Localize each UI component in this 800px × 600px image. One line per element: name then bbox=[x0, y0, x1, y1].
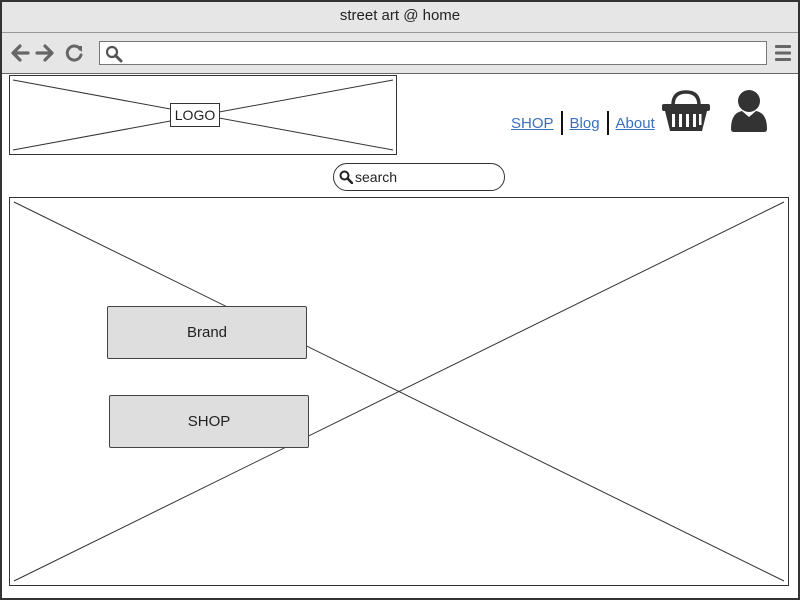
arrow-right-icon[interactable] bbox=[34, 42, 56, 64]
address-input[interactable] bbox=[126, 43, 762, 63]
nav-link-blog[interactable]: Blog bbox=[569, 114, 600, 132]
browser-toolbar bbox=[2, 33, 798, 74]
user-icon[interactable] bbox=[730, 89, 768, 133]
main-nav: SHOP Blog About bbox=[504, 110, 662, 136]
nav-divider bbox=[606, 111, 609, 135]
shopping-basket-icon[interactable] bbox=[661, 89, 711, 133]
reload-icon[interactable] bbox=[63, 42, 85, 64]
search-input[interactable] bbox=[355, 167, 500, 187]
image-placeholder-cross bbox=[13, 201, 785, 582]
shop-button[interactable]: SHOP bbox=[109, 395, 309, 448]
logo-label: LOGO bbox=[170, 103, 220, 127]
nav-link-about[interactable]: About bbox=[615, 114, 655, 132]
brand-button[interactable]: Brand bbox=[107, 306, 307, 359]
nav-divider bbox=[560, 111, 563, 135]
search-icon bbox=[339, 170, 353, 184]
window-title: street art @ home bbox=[2, 2, 798, 33]
nav-link-shop[interactable]: SHOP bbox=[511, 114, 554, 132]
arrow-left-icon[interactable] bbox=[9, 42, 31, 64]
search-icon bbox=[105, 45, 123, 63]
hero-image-placeholder bbox=[9, 197, 789, 586]
logo-placeholder[interactable] bbox=[9, 75, 397, 155]
hamburger-menu-icon[interactable] bbox=[774, 42, 792, 64]
search-box[interactable] bbox=[333, 163, 505, 191]
address-bar[interactable] bbox=[99, 41, 767, 65]
